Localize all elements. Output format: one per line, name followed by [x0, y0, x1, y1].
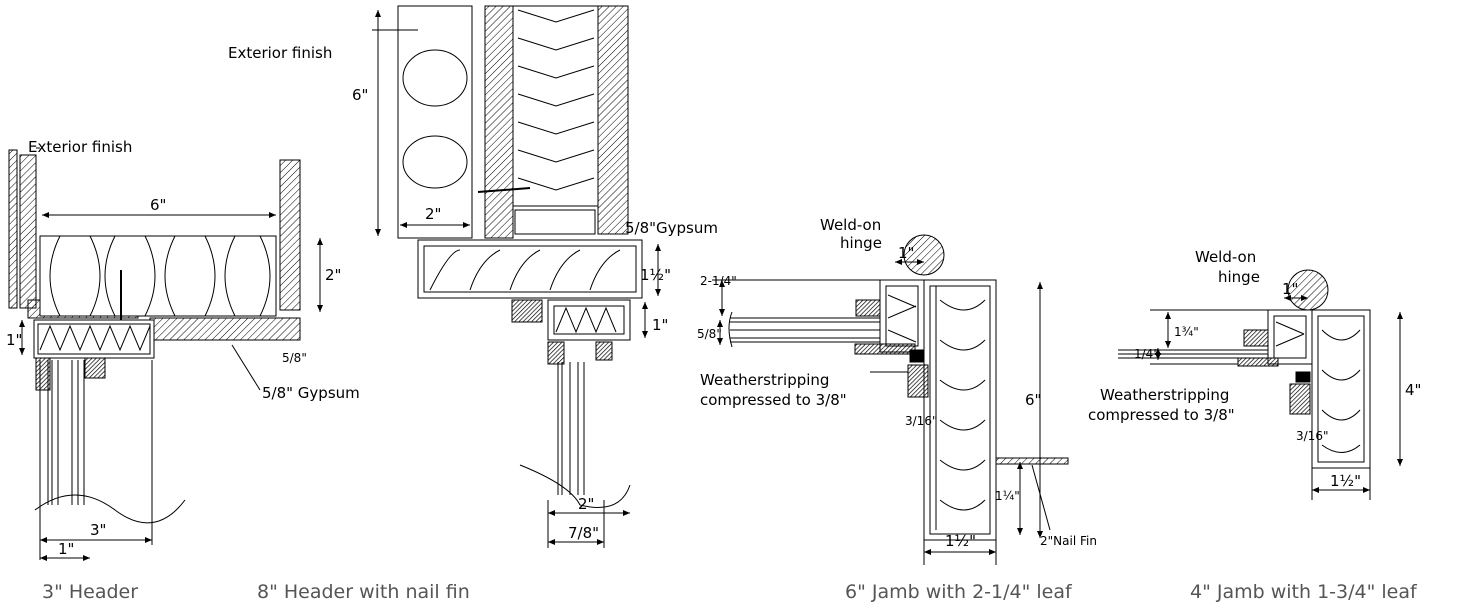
jamb6-weld-on-label: Weld-on: [820, 216, 881, 234]
jamb4-dim-1-4: 1/4": [1134, 347, 1159, 361]
header8-dim-6: 6": [352, 86, 368, 104]
jamb4-dim-1-1-2: 1½": [1330, 472, 1361, 490]
header3-dim-2: 2": [325, 266, 341, 284]
header8-dim-7-8: 7/8": [568, 524, 599, 542]
jamb6-compressed-label: compressed to 3/8": [700, 391, 847, 409]
header8-dim-1-1-2: 1½": [640, 266, 671, 284]
jamb6-weatherstripping-label: Weatherstripping: [700, 371, 829, 389]
jamb6-hinge-label: hinge: [840, 234, 882, 252]
caption-jamb-4: 4" Jamb with 1-3/4" leaf: [1190, 581, 1418, 603]
jamb6-dim-3-16: 3/16": [905, 414, 937, 428]
jamb4-dim-1-3-4: 1¾": [1174, 325, 1199, 339]
caption-header-3: 3" Header: [42, 581, 138, 603]
header3-dim-6: 6": [150, 196, 166, 214]
jamb-4-detail: [1118, 269, 1403, 500]
jamb4-dim-3-16: 3/16": [1296, 429, 1328, 443]
header3-dim-5-8: 5/8": [282, 351, 307, 365]
header8-dim-2: 2": [425, 205, 441, 223]
jamb6-dim-1-1-4: 1¼": [995, 489, 1020, 503]
jamb4-weatherstripping-label: Weatherstripping: [1100, 386, 1229, 404]
jamb4-dim-1: 1": [1282, 280, 1298, 298]
jamb6-dim-6: 6": [1025, 391, 1041, 409]
header8-gypsum-label: 5/8"Gypsum: [625, 219, 718, 237]
jamb6-dim-1-1-2: 1½": [945, 532, 976, 550]
header3-dim-3: 3": [90, 521, 106, 539]
header8-dim-1: 1": [652, 316, 668, 334]
caption-jamb-6: 6" Jamb with 2-1/4" leaf: [845, 581, 1073, 603]
caption-header-8: 8" Header with nail fin: [257, 581, 470, 603]
header-8-detail: [372, 5, 661, 548]
header3-exterior-finish-label: Exterior finish: [28, 138, 132, 156]
jamb6-dim-1: 1": [898, 244, 914, 262]
jamb6-dim-5-8: 5/8": [697, 327, 722, 341]
jamb4-dim-4: 4": [1405, 381, 1421, 399]
header8-dim-2-bottom: 2": [578, 495, 594, 513]
jamb4-weld-on-label: Weld-on: [1195, 248, 1256, 266]
jamb4-hinge-label: hinge: [1218, 268, 1260, 286]
header-3-detail: [8, 147, 323, 561]
jamb6-nail-fin-label: 2"Nail Fin: [1040, 534, 1097, 548]
jamb6-dim-2-1-4: 2-1/4": [700, 274, 737, 288]
header8-exterior-finish-label: Exterior finish: [228, 44, 332, 62]
header3-gypsum-label: 5/8" Gypsum: [262, 384, 360, 402]
header3-dim-1-bottom: 1": [58, 540, 74, 558]
header3-dim-1: 1": [6, 331, 22, 349]
jamb4-compressed-label: compressed to 3/8": [1088, 406, 1235, 424]
jamb-6-detail: [712, 234, 1069, 565]
